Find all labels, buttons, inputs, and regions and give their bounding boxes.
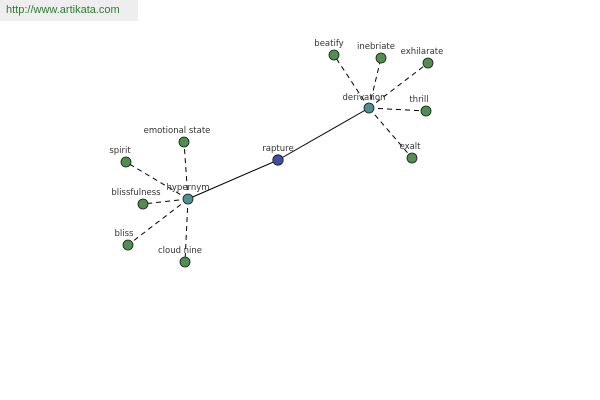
node-beatify[interactable]: beatify — [314, 39, 344, 61]
node-label-derivation[interactable]: derivation — [342, 93, 385, 103]
node-circle-cloud-nine[interactable] — [179, 256, 191, 268]
node-label-exhilarate[interactable]: exhilarate — [401, 47, 444, 57]
node-label-exalt[interactable]: exalt — [399, 142, 421, 152]
node-circle-hypernym[interactable] — [182, 193, 194, 205]
edge-rapture-derivation — [277, 107, 370, 161]
node-circle-exalt[interactable] — [406, 152, 418, 164]
node-blissfulness[interactable]: blissfulness — [111, 188, 161, 210]
node-circle-thrill[interactable] — [420, 105, 432, 117]
edge-derivation-exalt — [368, 107, 413, 159]
node-emotional-state[interactable]: emotional state — [144, 126, 211, 148]
edge-derivation-exhilarate — [368, 62, 429, 109]
node-cloud-nine[interactable]: cloud nine — [158, 246, 202, 268]
node-circle-bliss[interactable] — [122, 239, 134, 251]
edge-derivation-thrill — [368, 107, 427, 112]
node-label-cloud-nine[interactable]: cloud nine — [158, 246, 202, 256]
edge-hypernym-blissfulness — [142, 198, 189, 205]
source-url-banner[interactable]: http://www.artikata.com — [0, 0, 138, 21]
node-label-emotional-state[interactable]: emotional state — [144, 126, 211, 136]
node-circle-inebriate[interactable] — [375, 52, 387, 64]
edges-layer — [125, 54, 429, 263]
node-spirit[interactable]: spirit — [109, 146, 132, 168]
node-label-hypernym[interactable]: hypernym — [166, 183, 209, 193]
node-circle-blissfulness[interactable] — [137, 198, 149, 210]
node-label-beatify[interactable]: beatify — [314, 39, 343, 49]
edge-hypernym-cloud-nine — [184, 198, 189, 263]
nodes-layer: rapture hypernym derivation emotional state… — [109, 39, 444, 268]
node-label-spirit[interactable]: spirit — [109, 146, 131, 156]
node-label-thrill[interactable]: thrill — [409, 95, 428, 105]
edge-rapture-hypernym — [187, 159, 279, 200]
node-label-blissfulness[interactable]: blissfulness — [111, 188, 161, 198]
node-thrill[interactable]: thrill — [409, 95, 432, 117]
node-exhilarate[interactable]: exhilarate — [401, 47, 444, 69]
edge-derivation-beatify — [333, 54, 370, 109]
node-circle-spirit[interactable] — [120, 156, 132, 168]
node-circle-beatify[interactable] — [328, 49, 340, 61]
node-label-bliss[interactable]: bliss — [115, 229, 135, 239]
node-label-rapture[interactable]: rapture — [262, 144, 293, 154]
node-circle-exhilarate[interactable] — [422, 57, 434, 69]
edge-hypernym-bliss — [127, 198, 189, 246]
node-rapture[interactable]: rapture — [262, 144, 294, 166]
edge-hypernym-spirit — [125, 161, 189, 200]
node-label-inebriate[interactable]: inebriate — [357, 42, 395, 52]
node-exalt[interactable]: exalt — [399, 142, 421, 164]
node-circle-emotional-state[interactable] — [178, 136, 190, 148]
node-inebriate[interactable]: inebriate — [357, 42, 395, 64]
edge-hypernym-emotional-state — [183, 141, 189, 200]
node-bliss[interactable]: bliss — [115, 229, 135, 251]
node-circle-rapture[interactable] — [272, 154, 284, 166]
node-hypernym[interactable]: hypernym — [166, 183, 210, 205]
node-derivation[interactable]: derivation — [342, 93, 386, 114]
node-circle-derivation[interactable] — [363, 102, 375, 114]
